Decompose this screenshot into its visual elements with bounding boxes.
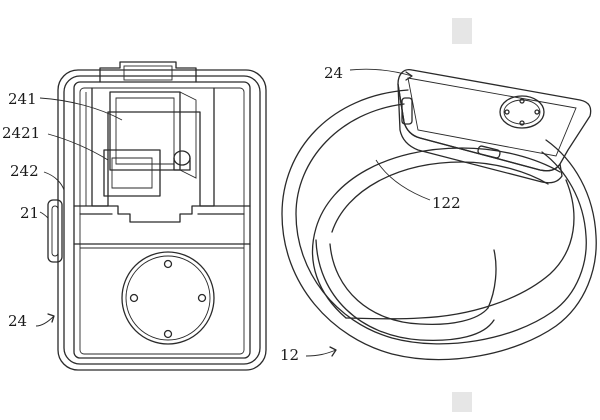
leader-12 (305, 349, 337, 357)
band-outer-edge-inner-line (295, 103, 587, 345)
label-242: 242 (10, 162, 39, 180)
dial-electrode-top (519, 98, 525, 104)
scan-artifact-top (452, 18, 472, 44)
module-24-top-face (407, 77, 577, 157)
label-2421: 2421 (2, 124, 40, 142)
band-outer-edge (281, 89, 597, 361)
band-thickness-front-inner (329, 243, 489, 326)
gear-block-241-side (179, 91, 197, 179)
dial-electrode-bottom (519, 120, 525, 126)
module-housing-figure (47, 61, 267, 371)
sensor-disc (121, 251, 215, 345)
band-thickness-front (315, 239, 495, 342)
label-122: 122 (432, 194, 461, 212)
band-thickness-right (487, 249, 497, 309)
leader-24-right (349, 68, 413, 77)
knob-pin (173, 150, 191, 166)
module-charge-port (477, 145, 501, 159)
label-12: 12 (280, 346, 299, 364)
leader-242 (43, 171, 65, 191)
module-sensor-dial-rim (503, 99, 541, 125)
housing-outer-wall (57, 69, 267, 371)
sensor-electrode-bottom (163, 329, 173, 339)
module-24-side-face (397, 83, 563, 184)
partition-shelf (73, 205, 251, 223)
label-24-left: 24 (8, 312, 27, 330)
leader-241 (39, 97, 123, 121)
label-21: 21 (20, 204, 39, 222)
leader-24-left (35, 315, 55, 327)
wristband-figure (281, 68, 597, 361)
scan-artifact-bottom (452, 392, 472, 412)
housing-outer-wall-inner-edge (63, 75, 261, 365)
module-side-button (401, 97, 413, 125)
leader-21 (39, 211, 49, 219)
band-inner-edge-back (345, 179, 575, 320)
left-leader-lines (35, 97, 123, 327)
knob-pin-shaft (173, 157, 191, 171)
housing-cavity-rim (79, 87, 245, 355)
slider-2421-inner (111, 157, 153, 189)
slider-2421 (103, 149, 161, 197)
module-24-shell (397, 68, 592, 172)
label-241: 241 (8, 90, 37, 108)
band-inner-edge-fold (331, 161, 549, 233)
sensor-electrode-top (163, 259, 173, 269)
gear-block-241-inner (115, 97, 175, 165)
side-button-21 (47, 199, 63, 263)
arrow-24-right (405, 71, 413, 81)
dial-electrode-right (534, 109, 540, 115)
housing-cavity (73, 81, 251, 359)
sensor-disc-rim (125, 255, 211, 341)
leader-122 (375, 159, 431, 201)
side-button-21-inner (51, 205, 59, 257)
arrow-24-left (47, 313, 55, 323)
leader-2421 (47, 133, 109, 161)
label-24-right: 24 (324, 64, 343, 82)
top-clip-slot (123, 65, 173, 81)
top-clip (99, 61, 197, 83)
band-inner-edge (311, 147, 561, 319)
sensor-electrode-right (197, 293, 207, 303)
right-leader-lines (305, 68, 431, 357)
sensor-electrode-left (129, 293, 139, 303)
module-sensor-dial (499, 95, 545, 129)
dial-electrode-left (504, 109, 510, 115)
arrow-12 (329, 346, 337, 357)
